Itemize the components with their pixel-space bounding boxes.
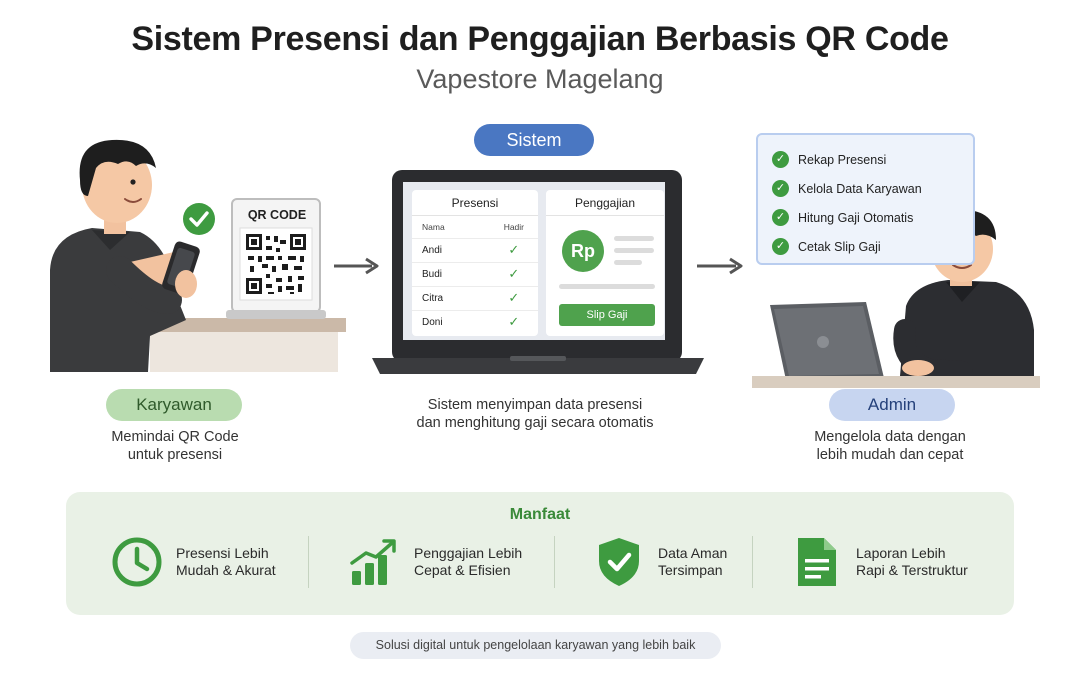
benefit-item: Laporan Lebih Rapi & Terstruktur (790, 532, 968, 592)
row-hadir-check-icon: ✓ (489, 261, 538, 286)
benefit-item: Penggajian Lebih Cepat & Efisien (348, 532, 522, 592)
benefit-line: Tersimpan (658, 562, 723, 578)
clock-icon (112, 537, 162, 587)
penggajian-panel: Penggajian Rp Slip Gaji (546, 190, 664, 336)
manfaat-section: Manfaat Presensi Lebih Mudah & Akurat Pe… (66, 492, 1014, 615)
sistem-label: Sistem (474, 124, 594, 156)
flow-arrow-2 (697, 257, 743, 275)
placeholder-line (614, 236, 654, 241)
benefit-line: Mudah & Akurat (176, 562, 276, 578)
qr-code-icon (246, 234, 306, 294)
benefit-item: Presensi Lebih Mudah & Akurat (110, 532, 276, 592)
row-hadir-check-icon: ✓ (489, 237, 538, 262)
qr-code-label: QR CODE (247, 208, 307, 222)
check-icon: ✓ (772, 209, 789, 226)
presensi-panel: Presensi Nama Hadir Andi ✓ Budi ✓ Citra … (412, 190, 538, 336)
admin-caption: Mengelola data dengan lebih mudah dan ce… (790, 428, 990, 464)
document-icon (798, 538, 836, 586)
caption-line: lebih mudah dan cepat (816, 447, 964, 463)
row-hadir-check-icon: ✓ (489, 285, 538, 310)
benefit-line: Presensi Lebih (176, 545, 269, 561)
desk-left (148, 318, 346, 372)
checklist-label: Kelola Data Karyawan (798, 181, 922, 196)
checklist-label: Hitung Gaji Otomatis (798, 210, 914, 225)
scan-success-icon (183, 203, 215, 235)
admin-label: Admin (829, 389, 955, 421)
table-header-row: Nama Hadir (412, 216, 538, 238)
placeholder-line (614, 248, 654, 253)
table-row: Andi ✓ (412, 237, 538, 262)
divider (752, 536, 753, 588)
growth-chart-icon (350, 539, 396, 585)
table-row: Citra ✓ (412, 285, 538, 310)
benefit-line: Cepat & Efisien (414, 562, 511, 578)
check-icon: ✓ (772, 238, 789, 255)
slip-gaji-button[interactable]: Slip Gaji (559, 304, 655, 326)
table-row: Budi ✓ (412, 261, 538, 286)
presensi-table: Nama Hadir Andi ✓ Budi ✓ Citra ✓ Doni ✓ (412, 216, 538, 334)
list-item: ✓ Kelola Data Karyawan (772, 174, 973, 203)
benefit-item: Data Aman Tersimpan (592, 532, 727, 592)
check-icon: ✓ (772, 180, 789, 197)
karyawan-caption: Memindai QR Code untuk presensi (70, 428, 280, 464)
checklist-label: Rekap Presensi (798, 152, 887, 167)
sistem-caption: Sistem menyimpan data presensi dan mengh… (370, 396, 700, 432)
penggajian-panel-title: Penggajian (546, 190, 664, 216)
caption-line: untuk presensi (127, 447, 223, 463)
row-nama: Budi (412, 261, 490, 286)
col-nama-header: Nama (422, 221, 445, 232)
checklist-label: Cetak Slip Gaji (798, 239, 881, 254)
footer-tagline: Solusi digital untuk pengelolaan karyawa… (350, 632, 721, 659)
caption-line: Sistem menyimpan data presensi (427, 397, 643, 413)
placeholder-line (559, 284, 655, 289)
benefit-line: Data Aman (658, 545, 728, 561)
col-hadir-header: Hadir (503, 221, 524, 232)
list-item: ✓ Cetak Slip Gaji (772, 232, 973, 261)
row-nama: Andi (412, 237, 490, 262)
list-item: ✓ Rekap Presensi (772, 145, 973, 174)
laptop-screen: Presensi Nama Hadir Andi ✓ Budi ✓ Citra … (403, 182, 665, 340)
caption-line: dan menghitung gaji secara otomatis (416, 415, 654, 431)
divider (308, 536, 309, 588)
caption-line: Mengelola data dengan (814, 429, 966, 445)
divider (554, 536, 555, 588)
manfaat-title: Manfaat (509, 506, 571, 523)
caption-line: Memindai QR Code (111, 429, 239, 445)
placeholder-line (614, 260, 642, 265)
page-title: Sistem Presensi dan Penggajian Berbasis … (131, 20, 949, 58)
rupiah-icon: Rp (562, 230, 604, 272)
flow-arrow-1 (334, 257, 379, 275)
row-nama: Doni (412, 309, 490, 334)
check-icon: ✓ (772, 151, 789, 168)
presensi-panel-title: Presensi (412, 190, 538, 216)
admin-laptop (752, 302, 1040, 388)
admin-checklist: ✓ Rekap Presensi ✓ Kelola Data Karyawan … (756, 133, 975, 265)
karyawan-label: Karyawan (106, 389, 242, 421)
benefit-line: Rapi & Terstruktur (856, 562, 968, 578)
table-row: Doni ✓ (412, 309, 538, 334)
list-item: ✓ Hitung Gaji Otomatis (772, 203, 973, 232)
row-nama: Citra (412, 285, 490, 310)
shield-check-icon (599, 538, 639, 586)
row-hadir-check-icon: ✓ (489, 309, 538, 334)
page-subtitle: Vapestore Magelang (416, 64, 664, 94)
employee-figure (50, 139, 200, 372)
benefit-line: Penggajian Lebih (414, 545, 523, 561)
benefit-line: Laporan Lebih (856, 545, 946, 561)
